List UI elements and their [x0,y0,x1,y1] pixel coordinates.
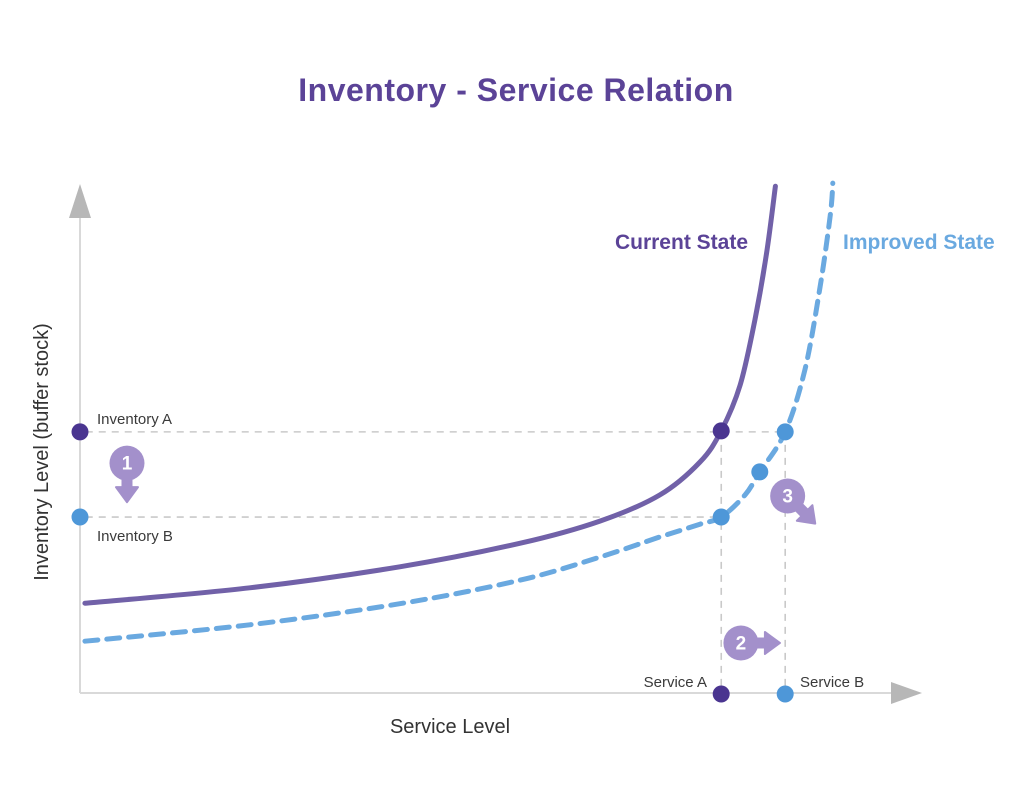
y-axis-label: Inventory Level (buffer stock) [31,323,53,581]
data-point-service-a-on-x-axis [712,685,730,703]
legend-improved-state: Improved State [843,231,995,254]
curve-improved-state [82,180,836,644]
data-point-improved-at-service-a [712,508,730,526]
x-axis: Service Level [80,682,922,738]
badge-1: 1 [109,445,145,504]
guide-lines-layer [85,431,787,689]
data-point-improved-mid-point [751,463,769,481]
data-point-service-b-on-x-axis [776,685,794,703]
y-axis-arrow-icon [69,184,91,218]
x-axis-arrow-icon [891,682,922,704]
data-point-inventory-b-on-y-axis [71,508,89,526]
legend-current-state: Current State [615,231,748,254]
badge-2: 2 [723,625,781,661]
label-inventory-a: Inventory A [97,411,172,428]
data-point-improved-at-inventory-a [776,423,794,441]
badge-2-number: 2 [736,633,747,654]
label-service-a: Service A [644,674,707,691]
badge-1-circle [109,445,145,481]
badge-3: 3 [770,478,817,525]
badge-1-arrow-icon [114,476,139,504]
curves-layer [82,180,836,644]
badge-3-circle [770,478,806,514]
chart-title: Inventory - Service Relation [298,72,733,108]
markers-layer [71,422,794,703]
x-axis-label: Service Level [390,716,510,738]
badge-2-arrow-icon [753,630,781,655]
badges-layer: 1 2 3 [109,445,817,661]
data-point-current-at-service-a [712,422,730,440]
badge-2-circle [723,625,759,661]
badge-1-number: 1 [122,454,133,475]
badge-3-number: 3 [782,487,793,508]
y-axis: Inventory Level (buffer stock) [31,184,91,693]
data-point-inventory-a-on-y-axis [71,423,89,441]
curve-current-state [82,183,778,606]
label-service-b: Service B [800,674,864,691]
label-inventory-b: Inventory B [97,528,173,545]
